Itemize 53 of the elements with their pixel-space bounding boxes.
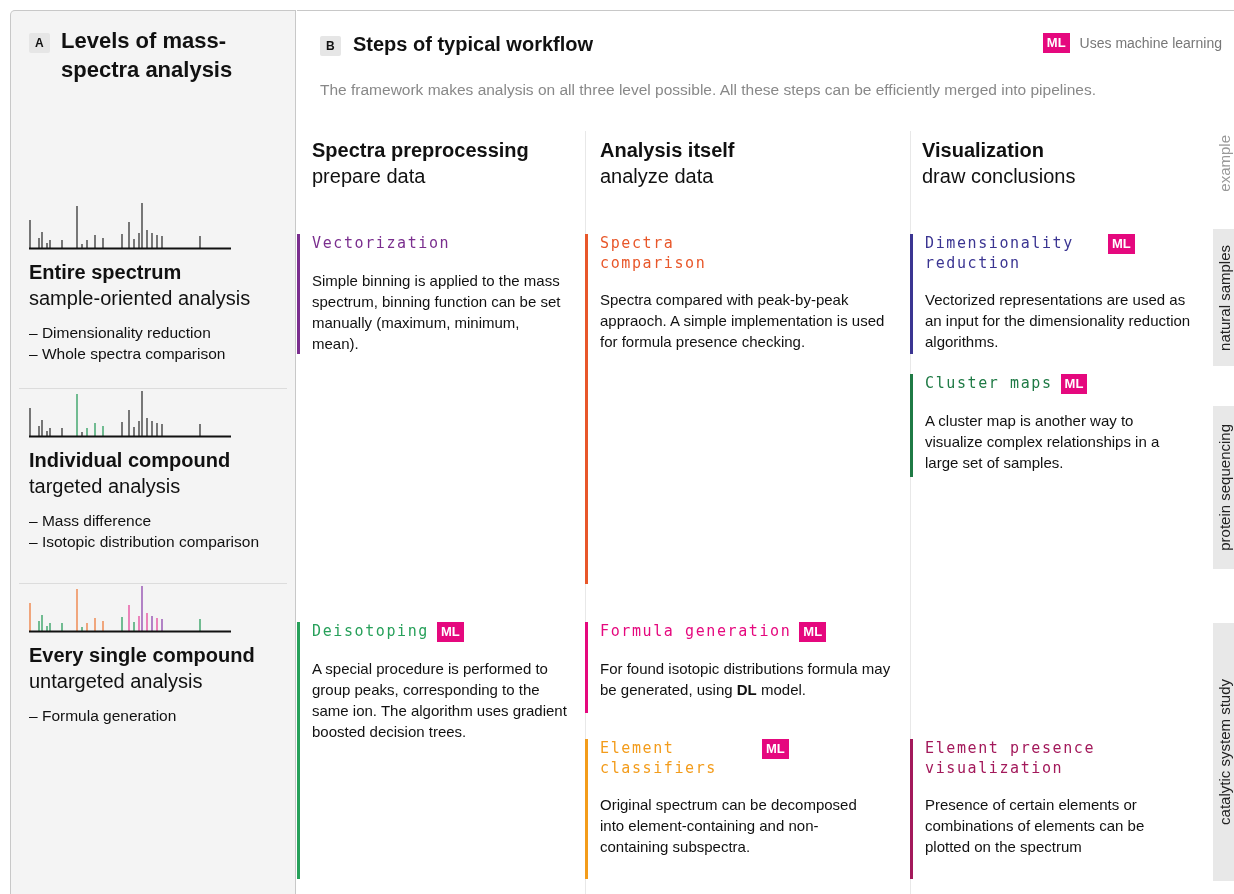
level-heading: Every single compound [29, 643, 256, 668]
ml-badge: ML [762, 739, 789, 760]
column-heading: Spectra preprocessing [312, 138, 529, 163]
column-heading: Visualization [922, 138, 1044, 163]
bullet-item: – Isotopic distribution comparison [29, 531, 261, 552]
row-tab-label: catalytic system study [1215, 679, 1233, 825]
level-subheading: sample-oriented analysis [29, 286, 252, 311]
step-description: Original spectrum can be decomposed into element-containing and non-containing subspectra. [600, 795, 858, 857]
step-title: Element presence visualization [925, 739, 1097, 778]
column-subheading: analyze data [600, 164, 714, 189]
step-title: Deisotoping [312, 622, 429, 642]
row-tab-label: natural samples [1215, 244, 1233, 351]
level-heading: Individual compound [29, 448, 232, 473]
column-heading: Analysis itself [600, 138, 735, 163]
step-title: Dimensionality reduction [925, 234, 1075, 273]
ml-badge: ML [436, 622, 464, 643]
step-description: Vectorized representations are used as an input for the dimensionality reduction algorithms. [925, 290, 1192, 352]
step-title: Vectorization [312, 234, 451, 254]
panel-letter: B [320, 36, 341, 56]
levels-panel [10, 10, 296, 894]
ml-badge: ML [1108, 234, 1135, 255]
bullet-item: – Whole spectra comparison [29, 343, 227, 364]
level-subheading: targeted analysis [29, 474, 182, 499]
panel-title: Levels of mass-spectra analysis [61, 27, 234, 84]
legend-text: Uses machine learning [1079, 35, 1222, 52]
level-heading: Entire spectrum [29, 260, 183, 285]
bullet-item: – Dimensionality reduction [29, 323, 212, 343]
step-description: For found isotopic distributions formula may be generated, using DL model. [600, 659, 892, 701]
ml-badge: ML [1042, 33, 1070, 54]
step-title: Formula generation [600, 622, 792, 642]
step-description: Spectra compared with peak-by-peak appraoch. A simple implementation is used for formula presence checking. [600, 290, 886, 352]
analysis-level-section [19, 583, 287, 727]
step-title: Element classifiers [600, 739, 718, 778]
analysis-level-section [19, 388, 287, 553]
step-description: Presence of certain elements or combinations of elements can be plotted on the spectrum [925, 795, 1146, 857]
panel-letter: A [29, 33, 50, 53]
column-subheading: prepare data [312, 164, 426, 189]
step-description: A cluster map is another way to visualize complex relationships in a large set of samples. [925, 411, 1161, 474]
panel-subtitle: The framework makes analysis on all three level possible. All these steps can be efficiently merged into pipelines. [320, 81, 1096, 99]
row-tab-label: protein sequencing [1215, 424, 1233, 551]
column-subheading: draw conclusions [922, 164, 1076, 189]
row-tab-label: example [1215, 135, 1233, 192]
panel-title: Steps of typical workflow [353, 32, 594, 57]
bullet-item: – Mass difference [29, 511, 153, 531]
workflow-panel [297, 10, 1234, 894]
step-title: Cluster maps [925, 374, 1053, 394]
ml-badge: ML [799, 622, 827, 643]
step-description: A special procedure is performed to group peaks, corresponding to the same ion. The algorithm uses gradient boosted decision trees. [312, 659, 568, 743]
bullet-item: – Formula generation [29, 706, 178, 726]
ml-badge: ML [1060, 374, 1088, 395]
step-title: Spectra comparison [600, 234, 708, 273]
level-subheading: untargeted analysis [29, 669, 204, 694]
step-description: Simple binning is applied to the mass spectrum, binning function can be set manually (maximum, minimum, mean). [312, 270, 562, 354]
